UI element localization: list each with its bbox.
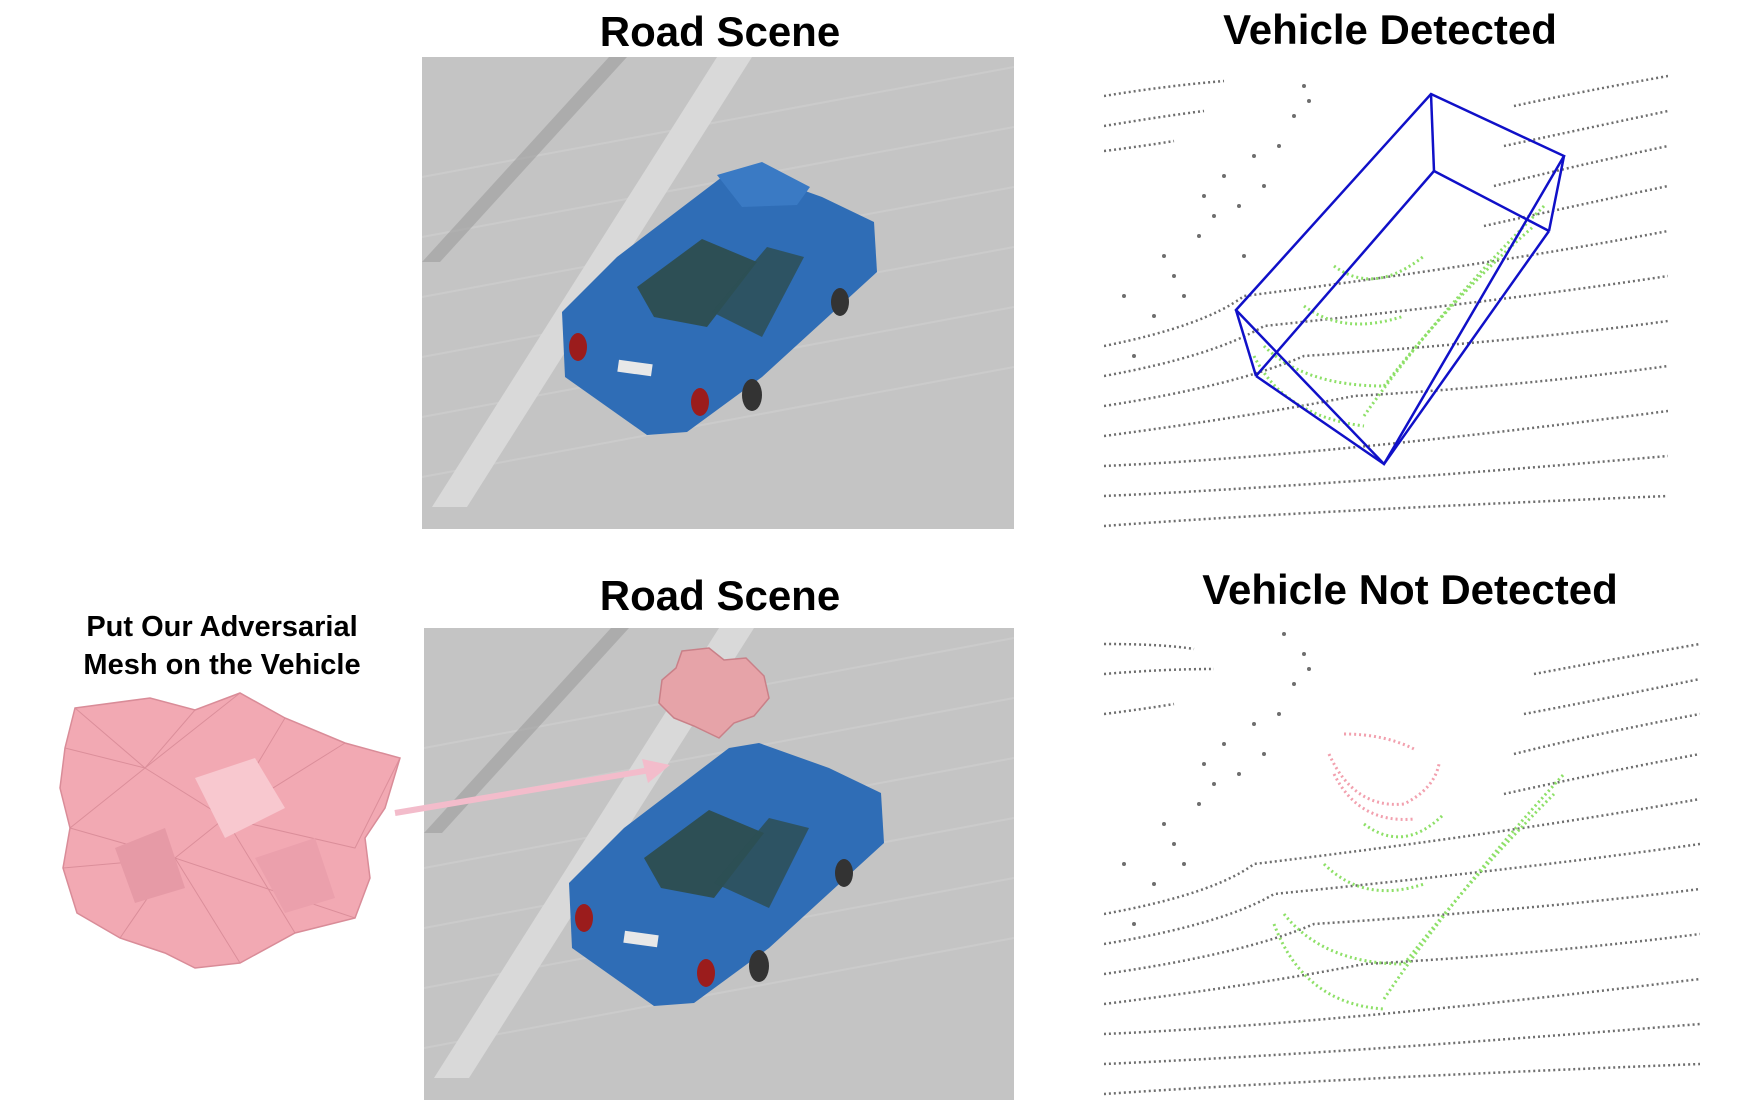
ground-scan-lines <box>1104 642 1700 1096</box>
ground-scan-lines <box>1104 74 1668 528</box>
bottom-road-scene <box>424 628 1014 1100</box>
adversarial-mesh-on-car <box>658 647 770 739</box>
road-crack <box>422 57 627 262</box>
top-scene-title: Road Scene <box>599 8 841 55</box>
clutter-points <box>1122 84 1311 358</box>
arrow <box>394 759 670 816</box>
adversarial-mesh <box>55 688 405 978</box>
vehicle-points <box>1272 772 1566 1011</box>
mesh-caption-line2: Mesh on the Vehicle <box>83 649 361 681</box>
top-lidar-detection <box>1104 56 1668 528</box>
car-model <box>562 162 877 435</box>
mesh-points <box>1327 732 1441 821</box>
bottom-lidar-no-detection <box>1104 624 1700 1100</box>
lane-marking <box>434 628 754 1078</box>
road-crack <box>424 628 629 833</box>
clutter-points <box>1122 632 1311 926</box>
top-road-scene <box>422 57 1014 529</box>
mesh-caption-line1: Put Our Adversarial <box>86 611 358 643</box>
vehicle-points <box>1252 204 1546 428</box>
car-model-with-mesh <box>569 647 884 1006</box>
mesh-caption: Put Our Adversarial Mesh on the Vehicle <box>40 608 404 684</box>
top-result-title: Vehicle Detected <box>1223 6 1557 53</box>
bottom-scene-title: Road Scene <box>599 572 841 619</box>
bottom-result-title: Vehicle Not Detected <box>1202 566 1618 613</box>
bounding-box <box>1234 92 1566 467</box>
